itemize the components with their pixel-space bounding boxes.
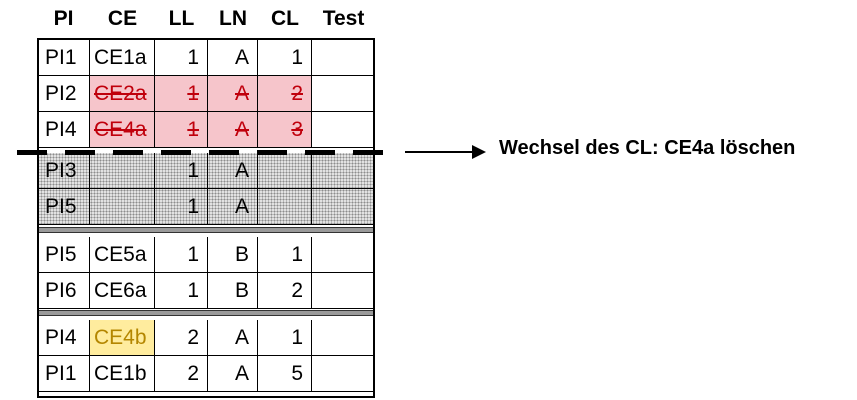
group-separator <box>39 227 373 233</box>
table-row: PI5 1 A <box>37 189 377 225</box>
table-row: PI6 CE6a 1 B 2 <box>37 273 377 309</box>
cell-ll: 2 <box>155 356 208 392</box>
cell-ln: A <box>208 153 258 189</box>
header-ln: LN <box>219 7 247 30</box>
cell-ll: 1 <box>155 76 208 112</box>
cell-ce: CE4b <box>90 320 155 356</box>
group-separator <box>39 310 373 316</box>
table-row: PI1 CE1b 2 A 5 <box>37 356 377 392</box>
arrow-shaft <box>405 151 475 153</box>
cell-ln: A <box>208 356 258 392</box>
cell-ll: 1 <box>155 40 208 76</box>
cell-pi: PI1 <box>37 356 90 392</box>
arrow-right-icon <box>472 145 486 159</box>
cell-ce: CE6a <box>90 273 155 309</box>
cell-pi: PI5 <box>37 189 90 225</box>
cell-cl: 3 <box>258 112 312 148</box>
cell-pi: PI2 <box>37 76 90 112</box>
cell-cl <box>258 153 312 189</box>
cell-ll: 1 <box>155 273 208 309</box>
cell-ln: B <box>208 237 258 273</box>
cell-cl: 2 <box>258 273 312 309</box>
cell-test <box>312 153 375 189</box>
cell-pi: PI4 <box>37 320 90 356</box>
table-frame <box>37 38 375 398</box>
cell-ll: 1 <box>155 189 208 225</box>
cell-pi: PI5 <box>37 237 90 273</box>
cell-ll: 1 <box>155 112 208 148</box>
cell-test <box>312 76 375 112</box>
header-pi: PI <box>53 7 74 30</box>
cell-cl: 1 <box>258 237 312 273</box>
ce-table: PI CE LL LN CL Test PI1 CE1a 1 A 1 PI2 C… <box>37 0 377 400</box>
cell-ln: A <box>208 320 258 356</box>
cell-ce: CE1a <box>90 40 155 76</box>
cell-test <box>312 273 375 309</box>
cut-line <box>17 150 393 155</box>
cell-pi: PI1 <box>37 40 90 76</box>
cell-test <box>312 356 375 392</box>
cell-test <box>312 237 375 273</box>
table-row: PI2 CE2a 1 A 2 <box>37 76 377 112</box>
cell-ln: A <box>208 76 258 112</box>
table-row: PI4 CE4b 2 A 1 <box>37 320 377 356</box>
cell-ln: B <box>208 273 258 309</box>
header-cl: CL <box>271 7 299 30</box>
cell-ce: CE4a <box>90 112 155 148</box>
cell-pi: PI4 <box>37 112 90 148</box>
cell-ln: A <box>208 112 258 148</box>
cell-cl: 2 <box>258 76 312 112</box>
cell-ll: 2 <box>155 320 208 356</box>
cell-ln: A <box>208 40 258 76</box>
cell-test <box>312 112 375 148</box>
cell-ce <box>90 189 155 225</box>
cell-cl: 1 <box>258 40 312 76</box>
cell-ln: A <box>208 189 258 225</box>
header-ce: CE <box>107 7 138 30</box>
cell-ce: CE5a <box>90 237 155 273</box>
cell-test <box>312 40 375 76</box>
cell-ce: CE1b <box>90 356 155 392</box>
cell-cl: 1 <box>258 320 312 356</box>
cell-test <box>312 320 375 356</box>
cell-cl <box>258 189 312 225</box>
cell-pi: PI3 <box>37 153 90 189</box>
annotation-text: Wechsel des CL: CE4a löschen <box>499 137 796 159</box>
cell-cl: 5 <box>258 356 312 392</box>
table-row: PI5 CE5a 1 B 1 <box>37 237 377 273</box>
cell-ll: 1 <box>155 153 208 189</box>
cell-ce <box>90 153 155 189</box>
table-row: PI3 1 A <box>37 153 377 189</box>
header-test: Test <box>322 7 365 30</box>
table-row: PI1 CE1a 1 A 1 <box>37 40 377 76</box>
cell-pi: PI6 <box>37 273 90 309</box>
cell-ll: 1 <box>155 237 208 273</box>
cell-ce: CE2a <box>90 76 155 112</box>
cell-test <box>312 189 375 225</box>
header-ll: LL <box>168 7 195 30</box>
table-row: PI4 CE4a 1 A 3 <box>37 112 377 148</box>
